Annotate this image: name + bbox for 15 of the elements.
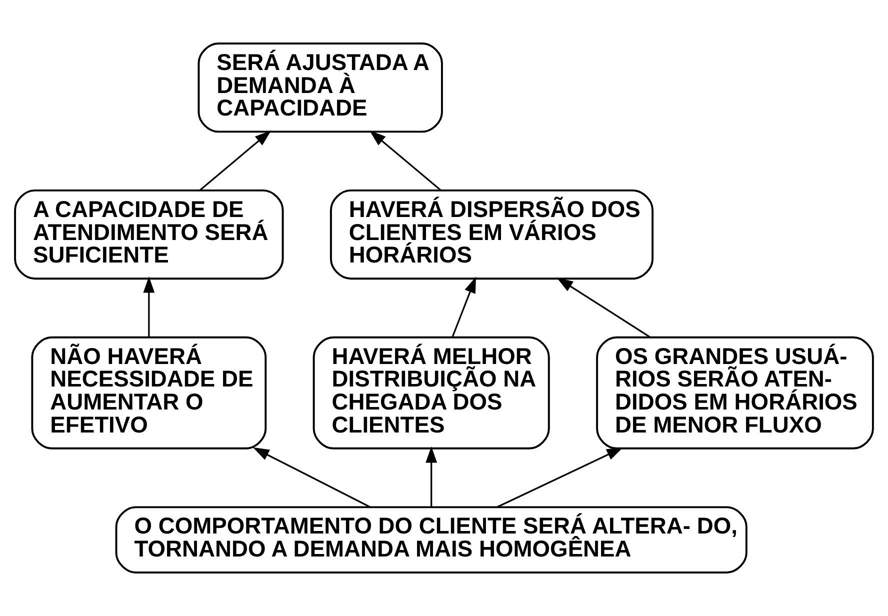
- arrow: [370, 130, 442, 191]
- node-box: O COMPORTAMENTO DO CLIENTE SERÁ ALTERA- DO, TORNANDO A DEMANDA MAIS HOMOGÊNEA: [115, 506, 748, 574]
- node-box: SERÁ AJUSTADA A DEMANDA À CAPACIDADE: [198, 42, 443, 133]
- node-box: HAVERÁ MELHOR DISTRIBUIÇÃO NA CHEGADA DOS CLIENTES: [312, 336, 550, 450]
- node-box: OS GRANDES USUÁ- RIOS SERÃO ATEN- DIDOS EM HORÁRIOS DE MENOR FLUXO: [596, 336, 874, 450]
- arrow: [426, 446, 438, 508]
- node-box: NÃO HAVERÁ NECESSIDADE DE AUMENTAR O EFETIVO: [31, 336, 267, 450]
- arrow: [556, 278, 650, 338]
- node-box: A CAPACIDADE DE ATENDIMENTO SERÁ SUFICIENTE: [14, 189, 284, 280]
- arrow: [252, 447, 370, 508]
- arrow: [452, 276, 476, 338]
- arrow: [496, 447, 624, 508]
- node-box: HAVERÁ DISPERSÃO DOS CLIENTES EM VÁRIOS HORÁRIOS: [330, 189, 654, 280]
- arrow: [199, 130, 272, 191]
- arrow: [143, 276, 155, 337]
